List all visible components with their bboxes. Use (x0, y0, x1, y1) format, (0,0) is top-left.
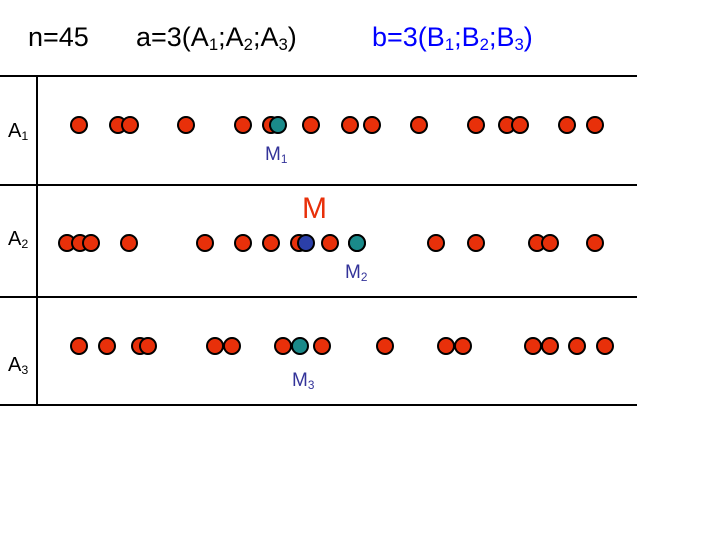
observation-dot-row-1 (177, 116, 195, 134)
observation-dot-row-1 (558, 116, 576, 134)
row-label-a2: A2 (8, 228, 29, 252)
observation-dot-row-1 (121, 116, 139, 134)
observation-dot-row-1 (586, 116, 604, 134)
observation-dot-row-3 (376, 337, 394, 355)
mean-label-m3: M3 (292, 370, 315, 392)
observation-dot-row-2 (427, 234, 445, 252)
observation-dot-row-3 (206, 337, 224, 355)
observation-dot-row-3 (524, 337, 542, 355)
b-definition: b=3(B1;B2;B3) (372, 22, 533, 55)
observation-dot-row-2 (120, 234, 138, 252)
observation-dot-row-3 (313, 337, 331, 355)
mean-label-m1: M1 (265, 144, 288, 166)
observation-dot-row-3 (437, 337, 455, 355)
observation-dot-row-2 (321, 234, 339, 252)
observation-dot-row-1 (70, 116, 88, 134)
observation-dot-row-1 (302, 116, 320, 134)
group-mean-dot-m3 (291, 337, 309, 355)
observation-dot-row-3 (70, 337, 88, 355)
observation-dot-row-1 (511, 116, 529, 134)
observation-dot-row-3 (541, 337, 559, 355)
observation-dot-row-2 (196, 234, 214, 252)
observation-dot-row-3 (454, 337, 472, 355)
overall-mean-dot (297, 234, 315, 252)
group-mean-dot-m2 (348, 234, 366, 252)
group-mean-dot-m1 (269, 116, 287, 134)
observation-dot-row-2 (262, 234, 280, 252)
observation-dot-row-1 (341, 116, 359, 134)
observation-dot-row-3 (274, 337, 292, 355)
observation-dot-row-2 (82, 234, 100, 252)
observation-dot-row-2 (541, 234, 559, 252)
observation-dot-row-1 (363, 116, 381, 134)
row-label-a3: A3 (8, 354, 29, 378)
observation-dot-row-3 (98, 337, 116, 355)
observation-dot-row-1 (467, 116, 485, 134)
n-label: n=45 (28, 22, 89, 52)
observation-dot-row-3 (139, 337, 157, 355)
mean-label-m2: M2 (345, 262, 368, 284)
observation-dot-row-3 (568, 337, 586, 355)
observation-dot-row-2 (586, 234, 604, 252)
observation-dot-row-1 (410, 116, 428, 134)
observation-dot-row-2 (234, 234, 252, 252)
observation-dot-row-2 (467, 234, 485, 252)
a-definition: a=3(A1;A2;A3) (136, 22, 297, 55)
observation-dot-row-3 (223, 337, 241, 355)
observation-dot-row-3 (596, 337, 614, 355)
row-label-a1: A1 (8, 120, 29, 144)
overall-mean-label: M (302, 192, 327, 225)
observation-dot-row-1 (234, 116, 252, 134)
